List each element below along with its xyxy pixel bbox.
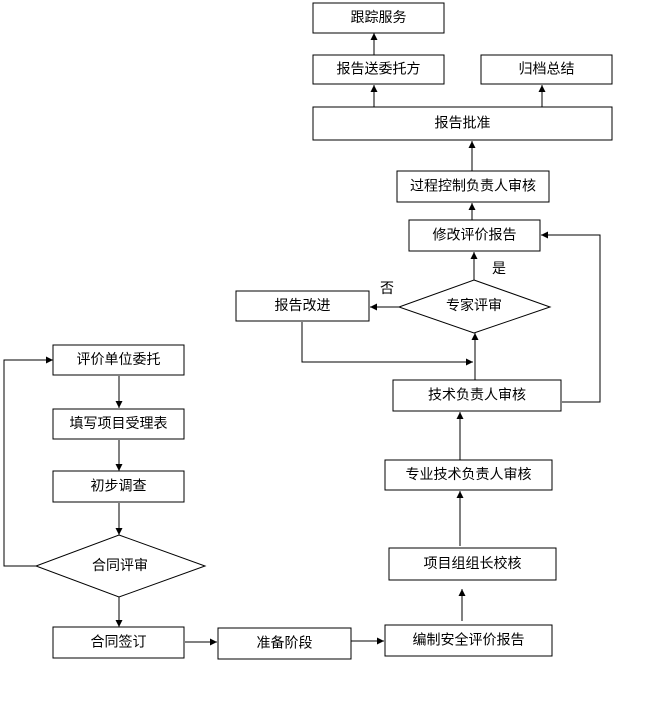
node-archive-summary-label: 归档总结 <box>519 61 575 78</box>
node-report-approval-label: 报告批准 <box>435 116 491 132</box>
node-report-improve: 报告改进 <box>235 290 370 322</box>
decision-expert-review: 专家评审 <box>397 279 552 334</box>
decision-expert-review-label: 专家评审 <box>446 297 502 314</box>
node-group-leader-check-label: 项目组组长校核 <box>424 555 522 572</box>
node-pro-tech-review: 专业技术负责人审核 <box>384 459 553 491</box>
node-report-improve-label: 报告改进 <box>275 298 331 314</box>
node-process-review: 过程控制负责人审核 <box>396 170 550 203</box>
node-prep-stage-label: 准备阶段 <box>257 635 313 652</box>
node-archive-summary: 归档总结 <box>480 54 613 85</box>
node-group-leader-check: 项目组组长校核 <box>388 547 557 581</box>
node-write-report: 编制安全评价报告 <box>384 624 553 657</box>
node-initial-survey: 初步调查 <box>52 470 185 503</box>
edge-improve-back-to-flow <box>301 322 473 366</box>
node-revise-report-label: 修改评价报告 <box>433 228 517 244</box>
decision-contract-review-label: 合同评审 <box>92 558 148 574</box>
node-client-commission-label: 评价单位委托 <box>77 352 161 368</box>
node-fill-form: 填写项目受理表 <box>52 408 185 440</box>
edge-contract-review-loop-back <box>3 356 53 567</box>
node-tech-review-label: 技术负责人审核 <box>428 388 526 404</box>
label-yes: 是 <box>492 261 506 277</box>
node-send-report-label: 报告送委托方 <box>337 62 421 78</box>
node-prep-stage: 准备阶段 <box>217 627 352 660</box>
node-track-service: 跟踪服务 <box>312 2 445 34</box>
node-fill-form-label: 填写项目受理表 <box>70 416 168 432</box>
edge-tech-to-revise-bypass <box>541 231 601 403</box>
label-no: 否 <box>380 281 394 297</box>
node-client-commission: 评价单位委托 <box>52 344 185 376</box>
node-initial-survey-label: 初步调查 <box>91 478 147 495</box>
node-pro-tech-review-label: 专业技术负责人审核 <box>406 467 532 483</box>
node-contract-sign-label: 合同签订 <box>91 634 147 651</box>
decision-contract-review: 合同评审 <box>34 534 207 598</box>
node-send-report: 报告送委托方 <box>312 54 445 85</box>
node-tech-review: 技术负责人审核 <box>392 379 562 412</box>
node-report-approval: 报告批准 <box>312 106 613 141</box>
node-track-service-label: 跟踪服务 <box>351 10 407 26</box>
node-revise-report: 修改评价报告 <box>408 219 541 252</box>
edges <box>3 33 601 646</box>
node-write-report-label: 编制安全评价报告 <box>413 632 525 649</box>
node-process-review-label: 过程控制负责人审核 <box>410 179 536 195</box>
node-contract-sign: 合同签订 <box>52 626 185 659</box>
